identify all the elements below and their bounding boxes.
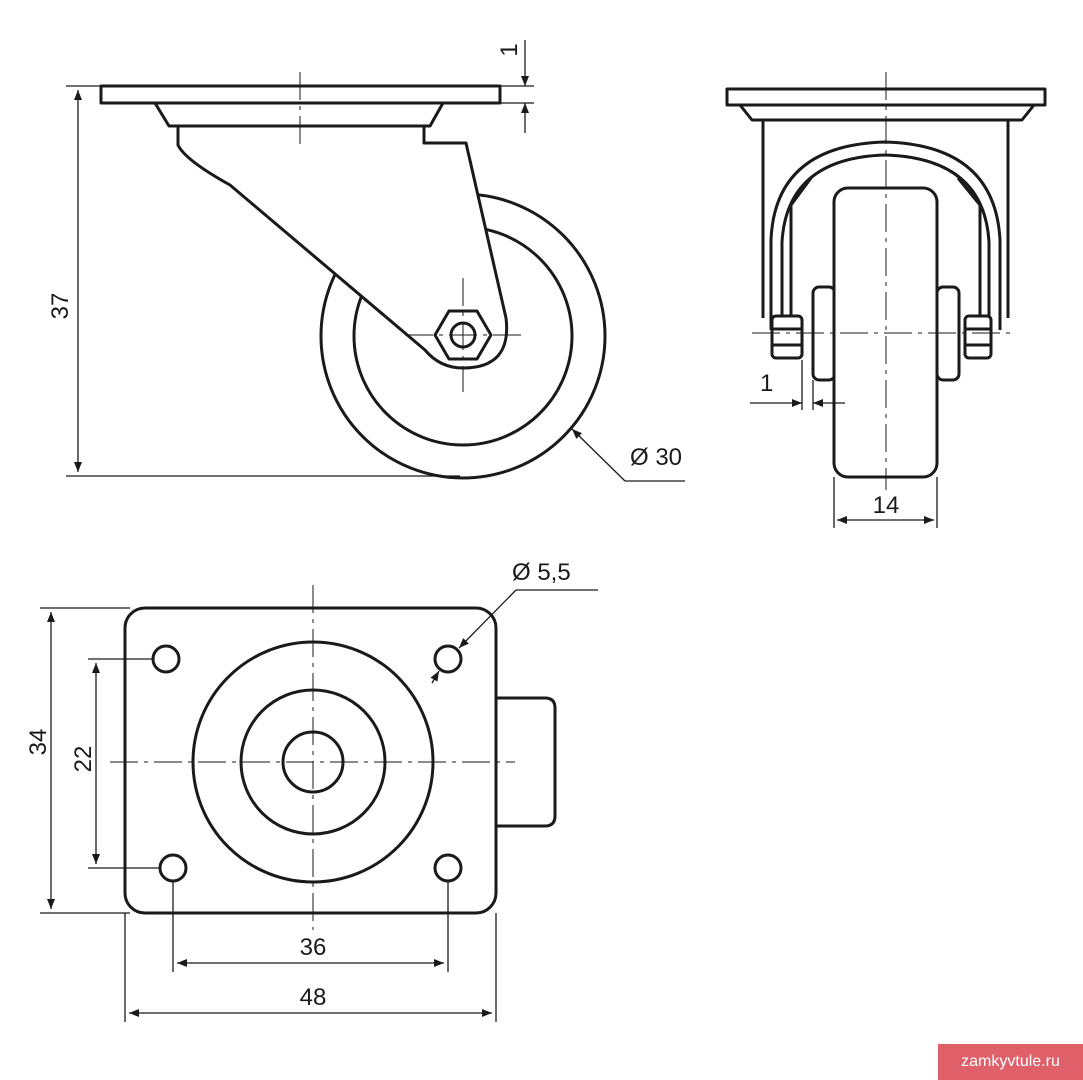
- dim-total-height: 37: [47, 293, 74, 320]
- dim-axle-offset: 1: [760, 370, 773, 397]
- top-view: [123, 606, 557, 915]
- watermark-text: zamkyvtule.ru: [961, 1053, 1060, 1070]
- front-fork-side-right: [956, 177, 982, 330]
- dim-wheel-diameter: Ø 30: [630, 444, 682, 471]
- top-view-dimensions: [40, 589, 598, 1022]
- dim-plate-thickness: 1: [496, 43, 523, 56]
- front-view-centerlines: [752, 72, 1015, 490]
- dim-plate-height: 34: [25, 729, 52, 756]
- top-hole-top-right: [433, 644, 463, 674]
- front-fork-side-left: [789, 177, 813, 330]
- top-view-centerlines: [110, 585, 515, 930]
- dim-wheel-width: 14: [873, 492, 900, 519]
- front-fork-outer: [769, 140, 1002, 330]
- top-wheel-protrusion: [496, 696, 557, 828]
- front-nut-left: [770, 314, 804, 360]
- side-view-centerlines: [299, 72, 522, 392]
- side-swivel-bearing: [153, 101, 445, 128]
- dim-hole-diameter: Ø 5,5: [512, 559, 571, 586]
- top-plate: [123, 606, 498, 915]
- front-swivel-bearing: [738, 103, 1036, 122]
- front-nut-right: [963, 314, 993, 360]
- dim-hole-spacing-vertical: 22: [70, 746, 97, 773]
- side-view: [99, 84, 607, 480]
- dim-plate-width: 48: [300, 984, 327, 1011]
- side-fork-leg: [176, 124, 509, 370]
- dim-hole-spacing-horizontal: 36: [300, 934, 327, 961]
- front-view-dimensions: [750, 360, 938, 528]
- top-hole-top-left: [151, 644, 181, 674]
- side-view-dimensions: [66, 40, 685, 482]
- watermark-logo: zamkyvtule.ru: [938, 1044, 1083, 1080]
